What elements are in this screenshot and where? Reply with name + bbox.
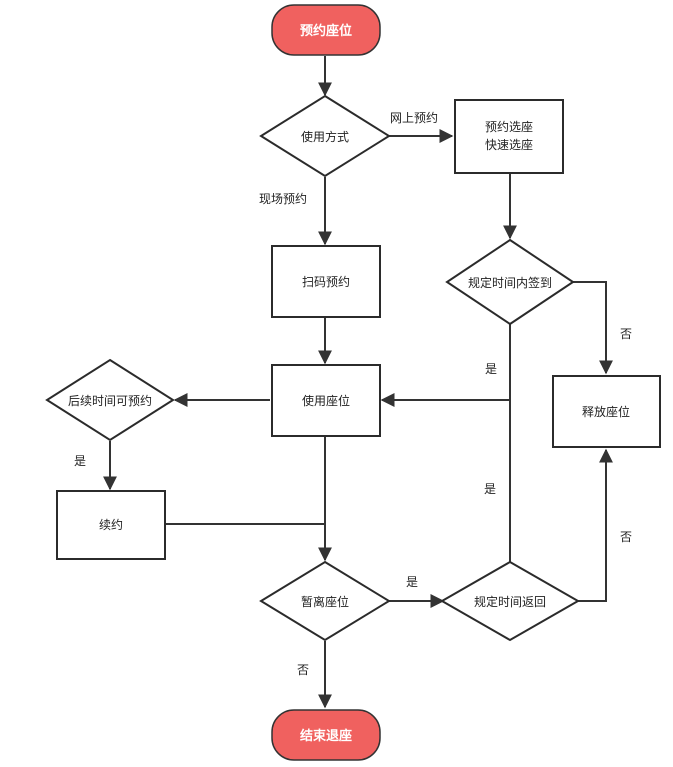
edge-label-return-yes: 是 [484, 482, 496, 496]
release-box [552, 375, 661, 448]
node-scan: 扫码预约 [271, 245, 381, 318]
edge-labels: 网上预约 现场预约 否 是 是 是 是 否 否 [74, 110, 632, 677]
online-select-label-2: 快速选座 [485, 137, 533, 152]
edges [103, 56, 613, 709]
use-seat-box [271, 364, 381, 437]
leave-label: 暂离座位 [301, 594, 349, 609]
node-leave: 暂离座位 [259, 560, 391, 642]
leave-diamond [259, 560, 391, 642]
node-start: 预约座位 [271, 4, 381, 56]
end-terminal-shape [271, 709, 381, 761]
edge-return-no-to-release [578, 448, 613, 602]
use-mode-label: 使用方式 [301, 129, 349, 144]
node-end: 结束退座 [271, 709, 381, 761]
online-select-box [454, 99, 564, 174]
edge-label-checkin-no: 否 [620, 327, 632, 341]
edge-label-online: 网上预约 [390, 110, 438, 125]
checkin-diamond [445, 238, 575, 326]
edge-label-checkin-yes: 是 [485, 362, 497, 376]
scan-label: 扫码预约 [302, 274, 350, 289]
edge-label-leave-yes: 是 [406, 575, 418, 589]
node-return-check: 规定时间返回 [439, 560, 581, 642]
node-online-select: 预约选座 快速选座 [454, 99, 564, 174]
release-label: 释放座位 [582, 404, 630, 419]
node-release: 释放座位 [552, 375, 661, 448]
node-use-mode: 使用方式 [259, 94, 391, 178]
renew-check-label: 后续时间可预约 [68, 393, 152, 408]
node-renew-check: 后续时间可预约 [45, 358, 175, 442]
edge-label-renew-yes: 是 [74, 454, 86, 468]
return-check-label: 规定时间返回 [474, 594, 546, 609]
scan-box [271, 245, 381, 318]
renew-check-diamond [45, 358, 175, 442]
node-checkin: 规定时间内签到 [445, 238, 575, 326]
online-select-label-1: 预约选座 [485, 119, 533, 134]
edge-checkin-no-to-release [573, 281, 613, 375]
renew-label: 续约 [99, 517, 123, 532]
checkin-label: 规定时间内签到 [468, 275, 552, 290]
start-terminal-shape [271, 4, 381, 56]
node-use-seat: 使用座位 [271, 364, 381, 437]
return-check-diamond [439, 560, 581, 642]
edge-label-leave-no: 否 [297, 663, 309, 677]
renew-box [56, 490, 166, 560]
edge-label-onsite: 现场预约 [259, 191, 307, 206]
node-renew: 续约 [56, 490, 166, 560]
use-mode-diamond [259, 94, 391, 178]
use-seat-label: 使用座位 [302, 393, 350, 408]
edge-label-return-no: 否 [620, 530, 632, 544]
end-label: 结束退座 [300, 728, 352, 744]
start-label: 预约座位 [300, 23, 352, 39]
